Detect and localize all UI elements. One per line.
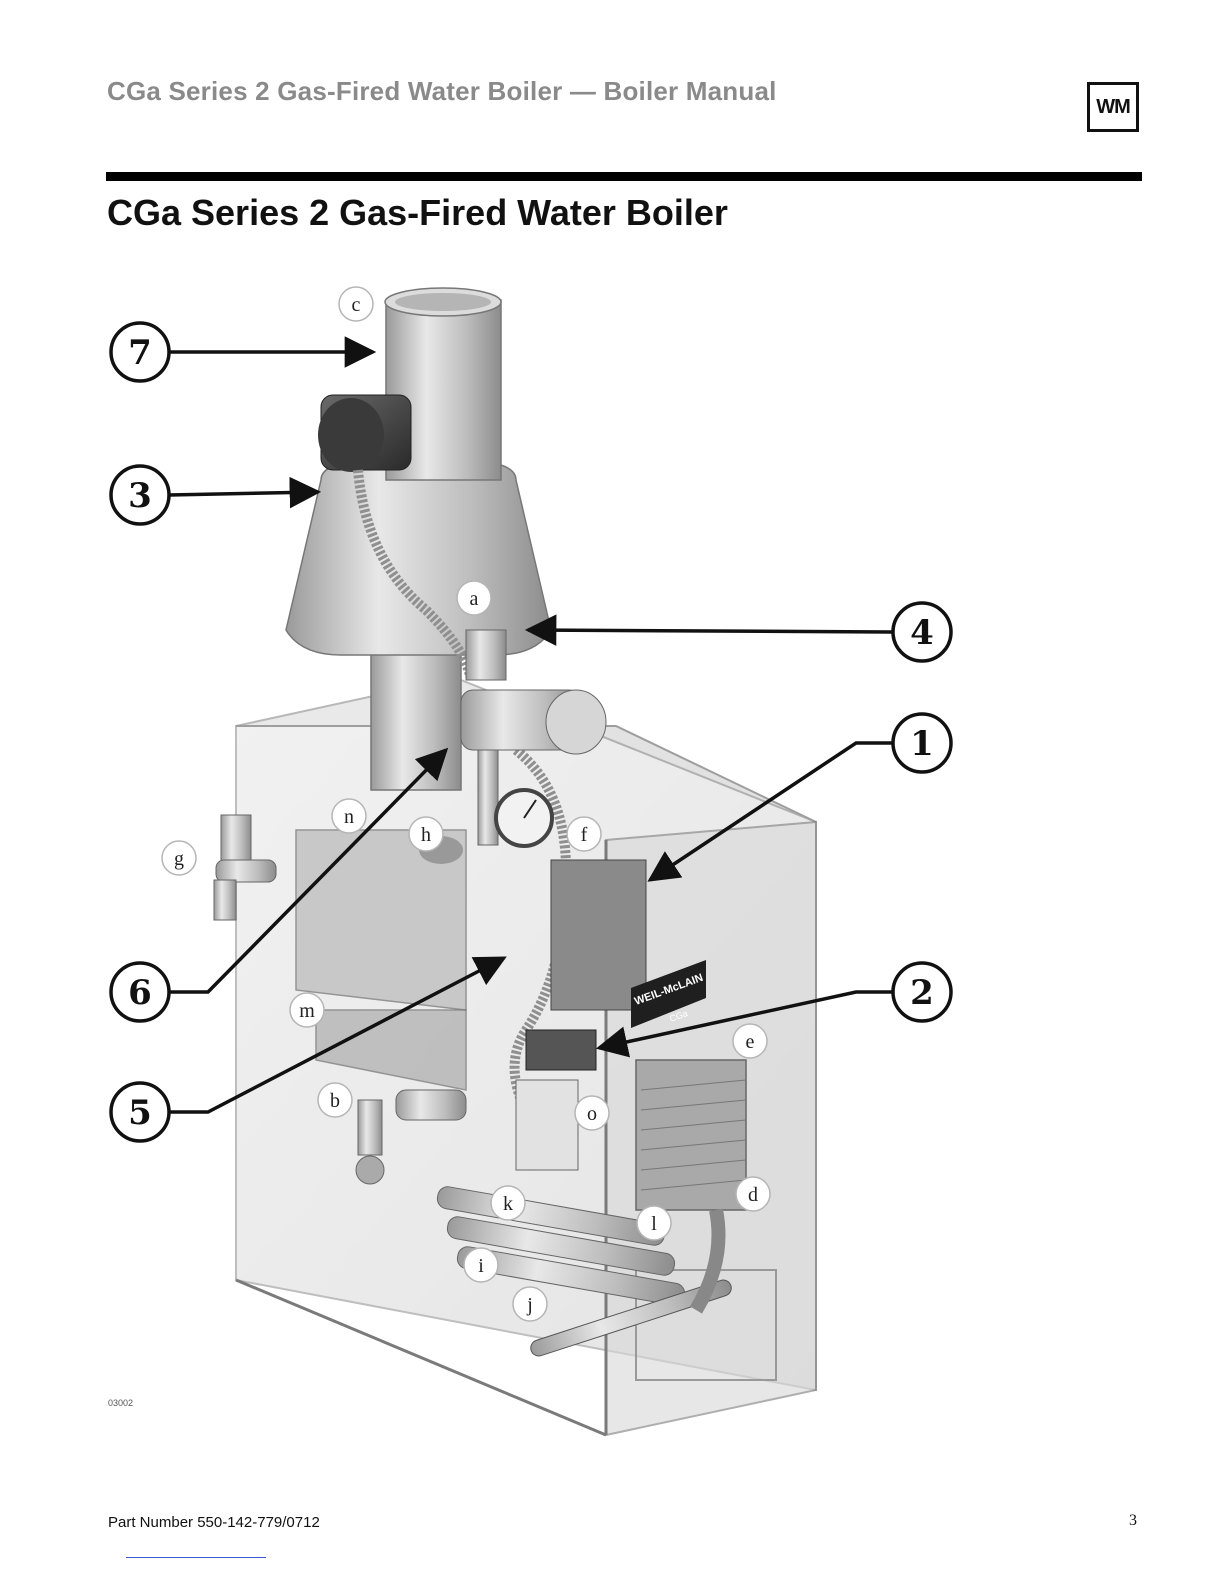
letter-o: o xyxy=(587,1103,597,1125)
footer-link-underline xyxy=(126,1557,266,1558)
header-rule xyxy=(106,172,1142,181)
callout-6: 6 xyxy=(111,963,169,1021)
letter-j: j xyxy=(526,1294,533,1316)
letter-k: k xyxy=(503,1193,513,1215)
figure-code: 03002 xyxy=(108,1398,133,1408)
callout-5-label: 5 xyxy=(128,1093,152,1133)
boiler-illustration: WEIL-McLAIN CGa 7 3 4 1 6 2 5 xyxy=(96,270,976,1450)
letter-f: f xyxy=(581,824,588,846)
callout-1: 1 xyxy=(893,714,951,772)
leader-4 xyxy=(528,630,894,632)
callout-2-label: 2 xyxy=(910,973,934,1013)
letter-c: c xyxy=(352,294,361,316)
page-number: 3 xyxy=(1129,1512,1137,1530)
running-header: CGa Series 2 Gas-Fired Water Boiler — Bo… xyxy=(107,76,777,107)
letter-a: a xyxy=(470,588,479,610)
letter-d: d xyxy=(748,1184,758,1206)
callout-2: 2 xyxy=(893,963,951,1021)
letter-n: n xyxy=(344,806,354,828)
letter-b: b xyxy=(330,1090,340,1112)
page-title: CGa Series 2 Gas-Fired Water Boiler xyxy=(107,192,728,234)
callout-3-label: 3 xyxy=(128,476,152,516)
letter-e: e xyxy=(746,1031,755,1053)
callout-7-label: 7 xyxy=(128,333,152,373)
callout-1-label: 1 xyxy=(910,724,934,764)
callout-4-label: 4 xyxy=(910,613,934,653)
callout-5: 5 xyxy=(111,1083,169,1141)
leader-3 xyxy=(169,492,318,495)
logo-text: WM xyxy=(1096,96,1130,119)
part-number: Part Number 550-142-779/0712 xyxy=(108,1514,320,1531)
letter-l: l xyxy=(651,1213,657,1235)
callout-4: 4 xyxy=(893,603,951,661)
letter-m: m xyxy=(299,1000,315,1022)
letter-i: i xyxy=(478,1255,484,1277)
letter-h: h xyxy=(421,824,431,846)
weil-mclain-logo: WM xyxy=(1087,82,1139,132)
callout-7: 7 xyxy=(111,323,169,381)
vent-damper-actuator xyxy=(318,395,411,472)
callout-3: 3 xyxy=(111,466,169,524)
letter-g: g xyxy=(174,848,184,870)
callout-6-label: 6 xyxy=(128,973,152,1013)
